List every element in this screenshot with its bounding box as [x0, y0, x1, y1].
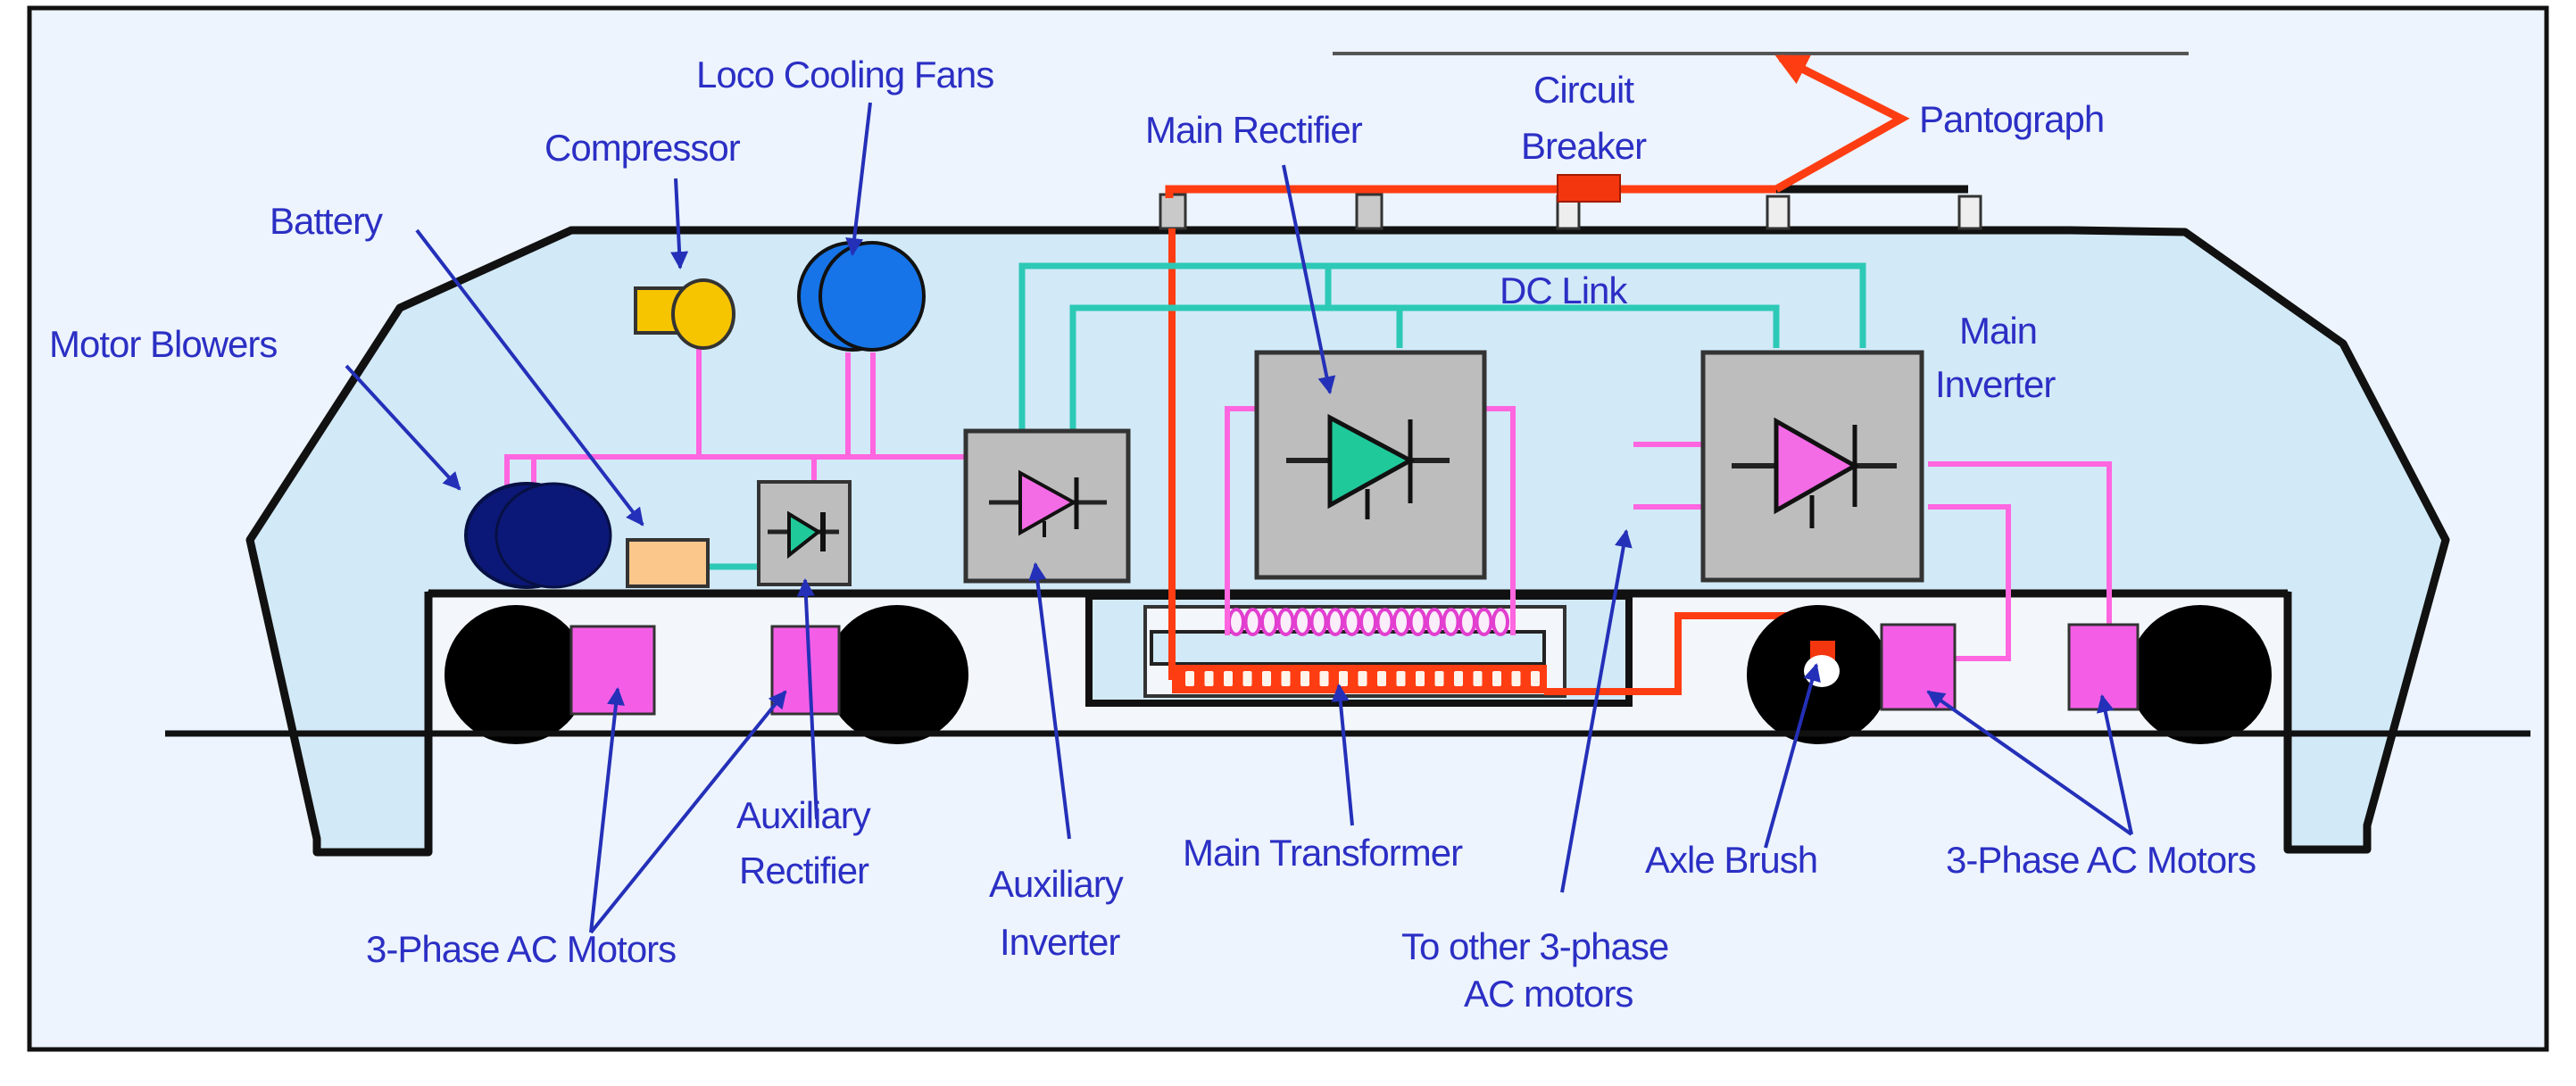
battery	[626, 538, 710, 588]
primary-coil-turn	[1416, 671, 1425, 686]
wheels	[445, 605, 2272, 744]
secondary-coil-turn	[1492, 608, 1509, 636]
label-main-transformer: Main Transformer	[1183, 832, 1463, 874]
primary-coil-turn	[1300, 671, 1309, 686]
label-other-motors-1: To other 3-phase	[1401, 925, 1668, 967]
primary-coil-turn	[1319, 671, 1329, 686]
motor-blowers	[464, 482, 612, 589]
primary-coil-turn	[1377, 671, 1386, 686]
secondary-coil-turn	[1475, 608, 1493, 636]
secondary-coil-turn	[1375, 608, 1394, 636]
label-circuit-breaker-2: Breaker	[1521, 125, 1647, 167]
secondary-coil-turn	[1342, 608, 1361, 636]
primary-coil-turn	[1281, 671, 1291, 686]
label-aux-inverter-2: Inverter	[1000, 921, 1120, 963]
primary-coil-turn	[1358, 671, 1367, 686]
circuit-breaker	[1557, 174, 1621, 203]
wheel	[826, 605, 968, 744]
traction-motors	[569, 623, 2140, 716]
label-motors-left: 3-Phase AC Motors	[366, 928, 676, 970]
compressor	[634, 278, 735, 350]
secondary-coil-turn	[1326, 608, 1344, 636]
label-aux-inverter-1: Auxiliary	[989, 863, 1124, 905]
pantograph	[1774, 54, 1910, 193]
secondary-coil-turn	[1458, 608, 1476, 636]
primary-coil-turn	[1262, 671, 1271, 686]
wheel	[2129, 605, 2272, 744]
wheel	[445, 605, 587, 744]
label-axle-brush: Axle Brush	[1645, 839, 1817, 881]
main-rectifier	[1254, 350, 1487, 580]
transformer-secondary-winding	[1227, 608, 1509, 636]
primary-coil-turn	[1224, 671, 1233, 686]
primary-coil-turn	[1473, 671, 1483, 686]
secondary-coil-turn	[1359, 608, 1377, 636]
transformer-core-bar	[1150, 630, 1546, 666]
secondary-coil-turn	[1425, 608, 1443, 636]
main-inverter	[1700, 350, 1924, 583]
primary-coil-turn	[1396, 671, 1406, 686]
label-main-inverter-1: Main	[1959, 310, 2037, 352]
label-main-inverter-2: Inverter	[1935, 363, 2056, 405]
auxiliary-inverter	[963, 428, 1131, 584]
label-aux-rectifier-2: Rectifier	[739, 850, 869, 891]
label-other-motors-2: AC motors	[1464, 973, 1633, 1015]
transformer-primary-winding	[1172, 665, 1547, 693]
primary-coil-turn	[1454, 671, 1463, 686]
leader-lines	[345, 102, 2133, 934]
primary-coil-turn	[1339, 671, 1348, 686]
roof-insulators	[1159, 185, 1982, 230]
secondary-coil-turn	[1260, 608, 1278, 636]
secondary-coil-turn	[1392, 608, 1410, 636]
label-motor-blowers: Motor Blowers	[49, 323, 277, 365]
label-motors-right: 3-Phase AC Motors	[1946, 839, 2256, 881]
traction-motor	[569, 625, 656, 716]
auxiliary-rectifier	[757, 480, 852, 586]
label-circuit-breaker-1: Circuit	[1533, 69, 1634, 111]
secondary-coil-turn	[1408, 608, 1427, 636]
secondary-coil-turn	[1276, 608, 1295, 636]
label-aux-rectifier-1: Auxiliary	[736, 794, 871, 836]
loco-cooling-fans	[797, 241, 926, 352]
label-compressor: Compressor	[544, 127, 741, 169]
primary-coil-turn	[1531, 671, 1540, 686]
label-dc-link: DC Link	[1500, 269, 1628, 311]
secondary-coil-turn	[1309, 608, 1328, 636]
primary-coil-turn	[1434, 671, 1444, 686]
primary-coil-turn	[1511, 671, 1521, 686]
primary-coil-turn	[1185, 671, 1194, 686]
label-pantograph: Pantograph	[1919, 98, 2104, 140]
secondary-coil-turn	[1227, 608, 1245, 636]
label-battery: Battery	[270, 200, 383, 242]
traction-motor	[1880, 623, 1957, 711]
primary-coil-turn	[1492, 671, 1501, 686]
label-main-rectifier: Main Rectifier	[1145, 109, 1363, 151]
primary-coil-turn	[1204, 671, 1214, 686]
primary-coil-turn	[1242, 671, 1252, 686]
traction-motor	[770, 625, 841, 716]
label-loco-cooling-fans: Loco Cooling Fans	[696, 54, 993, 95]
secondary-coil-turn	[1243, 608, 1262, 636]
secondary-coil-turn	[1293, 608, 1311, 636]
secondary-coil-turn	[1442, 608, 1460, 636]
dc-link	[710, 262, 1866, 570]
